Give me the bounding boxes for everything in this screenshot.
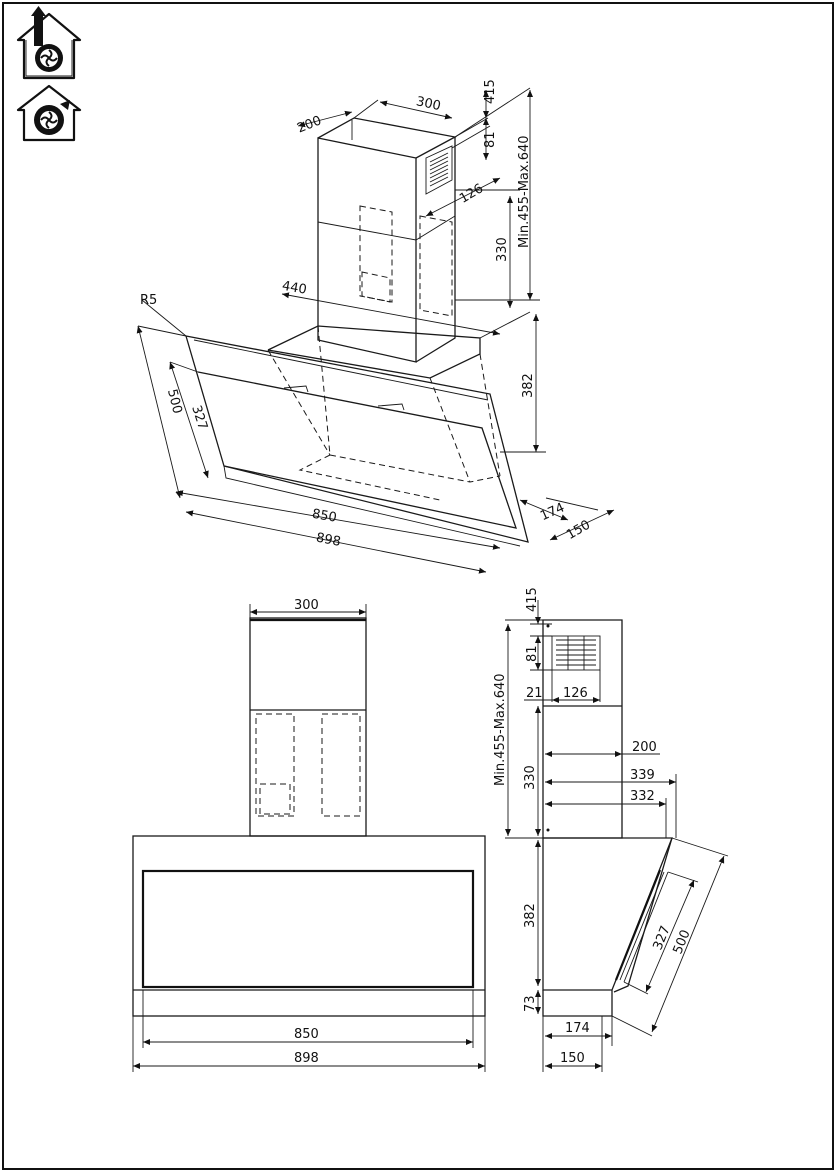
side-dim-415: 415: [525, 587, 540, 612]
side-glass-edge: [614, 869, 662, 981]
iso-dim-174: 174: [538, 500, 567, 524]
side-dim-500: 500: [671, 928, 694, 957]
side-dim-150: 150: [560, 1051, 585, 1066]
iso-dimensions: [136, 87, 615, 574]
side-dim-minmax: Min.455-Max.640: [493, 673, 508, 786]
iso-dim-327: 327: [188, 404, 210, 432]
side-dim-330: 330: [523, 765, 538, 790]
iso-radius-label: R5: [140, 293, 157, 308]
iso-dim-200: 200: [295, 113, 324, 136]
chimney-vent-grille: [425, 145, 453, 195]
side-dim-327: 327: [651, 924, 674, 953]
side-chimney: [542, 619, 623, 839]
side-dim-174: 174: [565, 1021, 590, 1036]
side-dim-73: 73: [523, 995, 538, 1012]
side-dim-21: 21: [526, 686, 543, 701]
front-view: 300 850 898: [132, 598, 486, 1072]
iso-dim-126: 126: [457, 181, 486, 206]
side-vent-grille: [551, 635, 601, 671]
front-chimney: [249, 617, 367, 837]
side-dim-339: 339: [630, 768, 655, 783]
ducted-mode-icon: [16, 6, 82, 80]
iso-dim-500: 500: [164, 388, 185, 416]
iso-dim-330: 330: [495, 237, 510, 262]
front-dim-300: 300: [294, 598, 319, 613]
side-dim-332: 332: [630, 789, 655, 804]
side-dim-126: 126: [563, 686, 588, 701]
isometric-view: R5 200 300 415 81 126 Min.455-Max.640 33…: [136, 79, 615, 574]
front-dim-850: 850: [294, 1027, 319, 1042]
iso-dim-415: 415: [483, 79, 498, 104]
iso-dim-minmax: Min.455-Max.640: [517, 135, 532, 248]
front-dim-898: 898: [294, 1051, 319, 1066]
side-dim-200: 200: [632, 740, 657, 755]
recirculating-mode-icon: [16, 84, 82, 142]
front-hood-body: [132, 835, 486, 1017]
iso-dim-898: 898: [315, 530, 342, 549]
iso-dim-850: 850: [311, 507, 338, 526]
front-glass-panel: [141, 869, 475, 989]
iso-dim-150: 150: [564, 518, 593, 543]
glass-panel: [185, 335, 529, 547]
iso-dim-300: 300: [415, 94, 442, 114]
iso-dim-382: 382: [521, 373, 536, 398]
side-view: Min.455-Max.640 415 81 330 382 73 21 126…: [493, 587, 729, 1072]
side-hood-body: [542, 837, 673, 991]
iso-dim-81: 81: [483, 131, 498, 148]
iso-dim-440: 440: [281, 279, 308, 298]
side-dim-382: 382: [523, 903, 538, 928]
side-dim-81: 81: [525, 645, 540, 662]
